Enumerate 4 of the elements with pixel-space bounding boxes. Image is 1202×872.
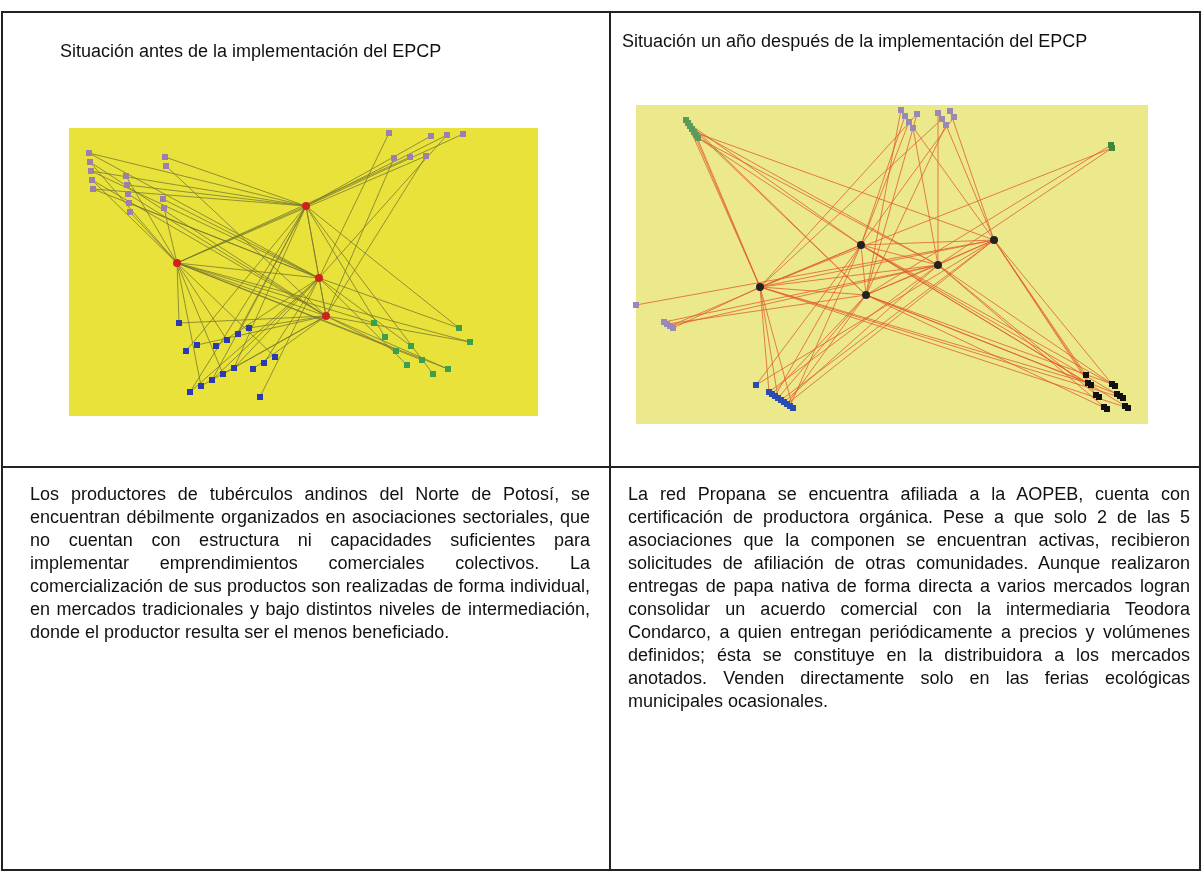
column-heading: Situación antes de la implementación del EPCP [60, 40, 443, 63]
description-paragraph: La red Propana se encuentra afiliada a la AOPEB, cuenta con certificación de productora orgánica. Pese a que solo 2 de las 5 asociaciones que la componen se encuentran activas, recibieron solicitudes de afiliación de otras comunidades. Aunque realizaron entregas de papa nativa de forma directa a varios mercados logran consolidar un acuerdo comercial con la intermediaria Teodora Condarco, a quien entregan periódicamente a precios y volúmenes definidos; ésta se constituye en la distribuidora a los mercados anotados. Venden directamente solo en las ferias ecológicas municipales ocasionales. [628, 483, 1190, 713]
description-paragraph: Los productores de tubérculos andinos del Norte de Potosí, se encuentran débilmente organizados en asociaciones sectoriales, que no cuentan con estructura ni capacidades suficientes para implementar emprendimientos comerciales colectivos. La comercialización de sus productos son realizadas de forma individual, en mercados tradicionales y bajo distintos niveles de intermediación, donde el productor resulta ser el menos beneficiado. [30, 483, 590, 644]
column-heading: Situación un año después de la implementación del EPCP [622, 30, 1089, 53]
